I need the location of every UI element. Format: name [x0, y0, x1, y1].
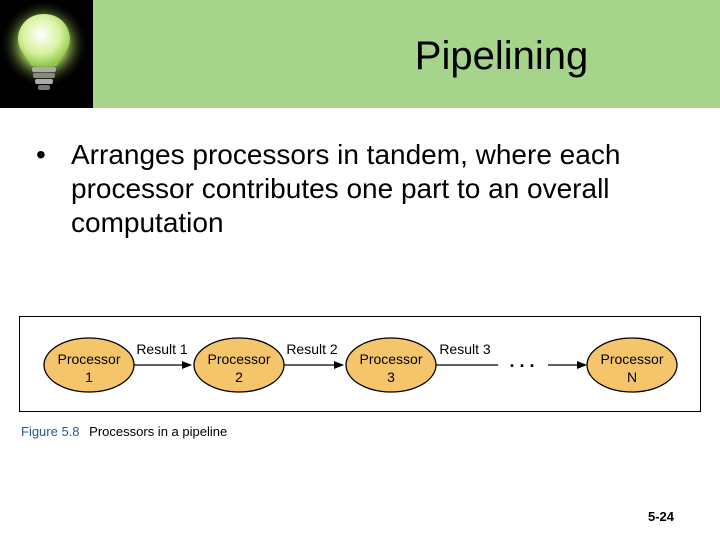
- processor-node-number: 1: [85, 369, 93, 385]
- processor-node-label: Processor: [207, 351, 270, 367]
- header-band: [0, 0, 720, 108]
- bullet-list: • Arranges processors in tandem, where e…: [36, 138, 696, 240]
- slide-number: 5-24: [648, 509, 675, 524]
- bullet-text: Arranges processors in tandem, where eac…: [71, 139, 621, 238]
- processor-node-label: Processor: [359, 351, 422, 367]
- figure-number: Figure 5.8: [21, 424, 80, 439]
- bullet-dot: •: [36, 139, 46, 170]
- processor-node: [345, 337, 437, 393]
- figure-caption: Figure 5.8 Processors in a pipeline: [21, 424, 227, 439]
- edge-label: Result 1: [136, 341, 188, 357]
- pipeline-diagram: Result 1 Result 2 Result 3 . . . Process…: [43, 337, 678, 393]
- processor-node: [43, 337, 135, 393]
- processor-node-number: 2: [235, 369, 243, 385]
- ellipsis-label: . . .: [509, 351, 534, 371]
- lightbulb-logo-icon: [0, 0, 93, 108]
- edge-label: Result 2: [286, 341, 338, 357]
- processor-node: [586, 337, 678, 393]
- slide-title: Pipelining: [414, 34, 589, 78]
- processor-node-label: Processor: [600, 351, 663, 367]
- processor-node: [193, 337, 285, 393]
- edge-label: Result 3: [439, 341, 491, 357]
- processor-node-number: 3: [387, 369, 395, 385]
- figure-caption-text: Processors in a pipeline: [89, 424, 228, 439]
- processor-node-number: N: [627, 369, 637, 385]
- figure-frame: Result 1 Result 2 Result 3 . . . Process…: [19, 316, 701, 412]
- bullet-item: • Arranges processors in tandem, where e…: [36, 138, 696, 240]
- processor-node-label: Processor: [57, 351, 120, 367]
